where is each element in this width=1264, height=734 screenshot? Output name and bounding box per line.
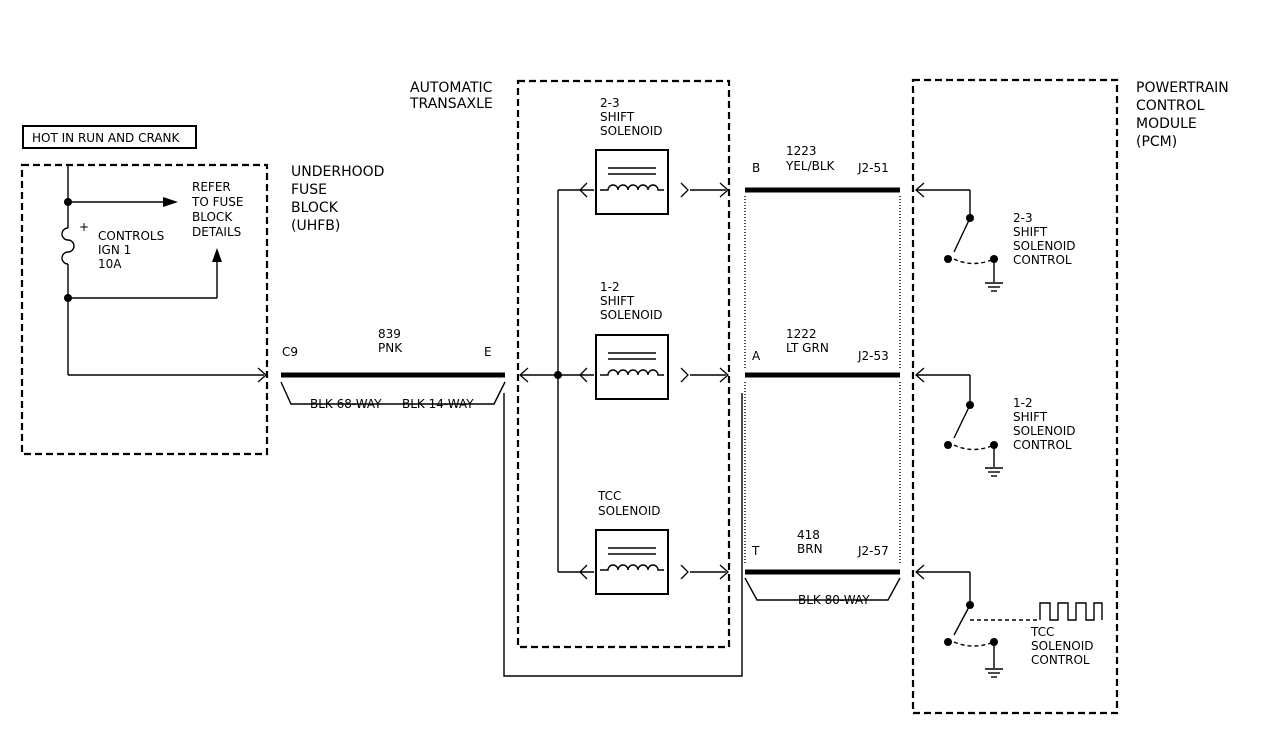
feed-connector-bracket: [280, 381, 506, 405]
fuse-block-name-1: UNDERHOOD: [291, 164, 384, 180]
fuse-block-box: [20, 163, 269, 456]
wire-1-pin-left: B: [752, 161, 760, 175]
control-3-line-1: TCC: [1030, 625, 1054, 639]
refer-label-1: REFER: [192, 180, 231, 194]
wire-2-circuit: 1222: [786, 327, 817, 341]
feed-color: PNK: [378, 341, 403, 355]
wire-3-color: BRN: [797, 542, 823, 556]
wire-1-pin-right: J2-51: [857, 161, 889, 175]
solenoid-2-line-3: SOLENOID: [600, 308, 663, 322]
refer-label-3: BLOCK: [192, 210, 233, 224]
hot-label: HOT IN RUN AND CRANK: [32, 131, 181, 145]
transaxle-box: [516, 79, 731, 649]
wire-2-pin-right: J2-53: [857, 349, 889, 363]
solenoid-1-2-icon: [595, 334, 669, 400]
transaxle-name-2: TRANSAXLE: [409, 96, 493, 112]
solenoid-1-line-2: SHIFT: [600, 110, 635, 124]
feed-circuit: 839: [378, 327, 401, 341]
fuse-icon: [61, 227, 75, 265]
ground-return-wire: [503, 393, 743, 677]
pcm-connector-label: BLK 80-WAY: [798, 593, 870, 607]
driver-tcc-switch-icon: [915, 564, 1040, 678]
hot-label-box: [22, 125, 197, 149]
pcm-box: [911, 78, 1119, 715]
pwm-waveform-icon: [1039, 602, 1103, 621]
refer-label-4: DETAILS: [192, 225, 241, 239]
solenoid-1-line-1: 2-3: [600, 96, 620, 110]
control-2-line-1: 1-2: [1013, 396, 1033, 410]
feed-connector-left: BLK 68-WAY: [310, 397, 382, 411]
pcm-connector-bracket: [744, 577, 901, 601]
solenoid-3-line-2: SOLENOID: [598, 504, 661, 518]
control-3-line-2: SOLENOID: [1031, 639, 1094, 653]
control-3-line-3: CONTROL: [1031, 653, 1090, 667]
refer-arrow-up-icon: [212, 248, 222, 262]
driver-2-3-switch-icon: [915, 182, 1004, 292]
refer-label-2: TO FUSE: [191, 195, 243, 209]
fuse-block-name-2: FUSE: [291, 182, 327, 198]
solenoid-2-line-2: SHIFT: [600, 294, 635, 308]
fuse-block-name-3: BLOCK: [291, 200, 339, 216]
feed-pin-right: E: [484, 345, 492, 359]
wire-3-circuit: 418: [797, 528, 820, 542]
driver-1-2-switch-icon: [915, 367, 1004, 477]
refer-arrow-icon: [163, 197, 178, 207]
control-2-line-4: CONTROL: [1013, 438, 1072, 452]
control-1-line-1: 2-3: [1013, 211, 1033, 225]
wire-3-pin-left: T: [751, 544, 760, 558]
solenoid-2-3-icon: [595, 149, 669, 215]
fuse-label-3: 10A: [98, 257, 122, 271]
control-2-line-2: SHIFT: [1013, 410, 1048, 424]
solenoid-tcc-icon: [595, 529, 669, 595]
pcm-name-1: POWERTRAIN: [1136, 80, 1229, 96]
solenoid-3-line-1: TCC: [597, 489, 621, 503]
wire-2-color: LT GRN: [786, 341, 829, 355]
solenoid-2-line-1: 1-2: [600, 280, 620, 294]
feed-connector-right: BLK 14-WAY: [402, 397, 474, 411]
fuse-label-2: IGN 1: [98, 243, 131, 257]
fuse-label-1: CONTROLS: [98, 229, 164, 243]
wire-2-pin-left: A: [752, 349, 761, 363]
control-1-line-2: SHIFT: [1013, 225, 1048, 239]
wire-1-color: YEL/BLK: [785, 159, 836, 173]
control-1-line-4: CONTROL: [1013, 253, 1072, 267]
pcm-name-4: (PCM): [1136, 134, 1177, 150]
transaxle-name-1: AUTOMATIC: [410, 80, 493, 96]
solenoid-1-line-3: SOLENOID: [600, 124, 663, 138]
fuse-polarity: +: [79, 220, 89, 234]
control-2-line-3: SOLENOID: [1013, 424, 1076, 438]
pcm-name-2: CONTROL: [1136, 98, 1205, 114]
wire-1-circuit: 1223: [786, 144, 817, 158]
pcm-name-3: MODULE: [1136, 116, 1197, 132]
fuse-block-name-4: (UHFB): [291, 218, 340, 234]
wire-3-pin-right: J2-57: [857, 544, 889, 558]
feed-pin-left: C9: [282, 345, 298, 359]
control-1-line-3: SOLENOID: [1013, 239, 1076, 253]
